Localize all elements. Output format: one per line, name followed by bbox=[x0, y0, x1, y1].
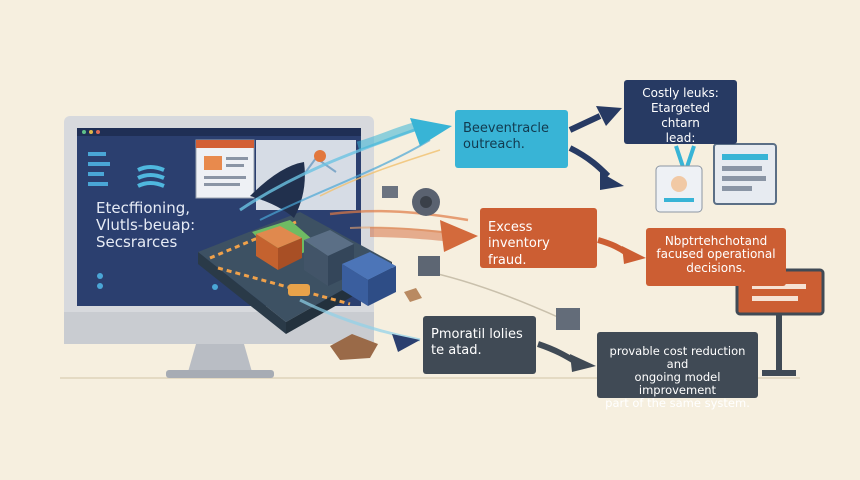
screen-menu-line bbox=[88, 152, 106, 156]
stream-line bbox=[319, 149, 441, 197]
arrow-body bbox=[356, 121, 420, 151]
screen-window-bar bbox=[196, 140, 254, 148]
arrow-body bbox=[369, 227, 445, 241]
report-line bbox=[722, 154, 768, 160]
building-orange-side bbox=[278, 238, 302, 270]
text-line bbox=[226, 157, 248, 160]
report-line bbox=[722, 176, 766, 181]
monitor-neck bbox=[188, 344, 252, 372]
monitor-base bbox=[166, 370, 274, 378]
road-markings bbox=[209, 220, 351, 306]
box-line: Nbptrtehchotand bbox=[664, 234, 768, 248]
text-line bbox=[226, 164, 244, 167]
box-line: lead: bbox=[665, 131, 696, 145]
arrow-head-icon bbox=[622, 246, 646, 264]
arrow-head-icon bbox=[392, 334, 420, 352]
building-grey-top bbox=[304, 230, 354, 256]
screen-heading-line: Vlutls-beuap: bbox=[96, 215, 196, 234]
screen-heading-line: Etecffioning, bbox=[96, 199, 190, 217]
screen-heading-line: Secsrarces bbox=[96, 232, 178, 251]
building-grey-side bbox=[304, 240, 328, 286]
box-line: Costly leuks: bbox=[642, 86, 719, 100]
screen-titlebar bbox=[77, 128, 361, 136]
monitor-chin bbox=[64, 312, 374, 344]
sensor-box-icon bbox=[556, 308, 580, 330]
text-line bbox=[204, 176, 246, 179]
report-card bbox=[713, 143, 777, 205]
chart-thumbnail-icon bbox=[204, 156, 222, 170]
box-line: part of the same system. bbox=[605, 395, 750, 410]
badge-line bbox=[664, 198, 694, 202]
window-dot-icon bbox=[96, 130, 100, 134]
sign-line bbox=[752, 296, 798, 301]
screen-heading: Etecffioning, Vlutls-beuap: Secsrarces bbox=[96, 200, 226, 250]
box-line: decisions. bbox=[686, 260, 746, 275]
building-orange-side bbox=[256, 234, 278, 270]
debris-chunk bbox=[404, 288, 422, 302]
stream-line bbox=[259, 139, 431, 221]
building-orange-top bbox=[256, 226, 302, 248]
excess-inventory-box: Excess inventory fraud. bbox=[480, 208, 597, 268]
car-icon bbox=[288, 284, 310, 296]
debris-pile bbox=[330, 334, 378, 360]
window-dot-icon bbox=[82, 130, 86, 134]
stream-line bbox=[329, 209, 469, 222]
box-line: Excess inventory bbox=[488, 220, 550, 252]
window-dot-icon bbox=[89, 130, 93, 134]
box-line: Pmoratil lolies bbox=[431, 327, 523, 342]
sensor-icon bbox=[382, 186, 398, 198]
logo-icon bbox=[137, 165, 165, 188]
id-badge bbox=[655, 145, 703, 213]
stream-line bbox=[419, 269, 561, 319]
box-line: outreach. bbox=[463, 137, 525, 153]
location-pin-icon bbox=[314, 150, 326, 162]
arrow-head-icon bbox=[570, 354, 596, 372]
connector-arrow bbox=[537, 341, 578, 365]
sign-base bbox=[762, 370, 796, 376]
screen-menu-line bbox=[88, 182, 108, 186]
box-line: ongoing model improvement bbox=[634, 369, 721, 397]
holes-box: Pmoratil lolies te atad. bbox=[423, 316, 536, 374]
connector-arrow bbox=[568, 113, 602, 133]
screen-menu-line bbox=[88, 172, 104, 176]
arrow-head-icon bbox=[596, 106, 622, 126]
outreach-box: Beeventracle outreach. bbox=[455, 110, 568, 168]
sensor-box-icon bbox=[418, 256, 440, 276]
box-line: facused operational bbox=[656, 247, 776, 262]
screen-dot-icon bbox=[212, 284, 218, 290]
building-blue-side bbox=[368, 266, 396, 306]
gadgets bbox=[382, 186, 580, 330]
avatar-icon bbox=[671, 176, 687, 192]
box-line: te atad. bbox=[431, 343, 482, 359]
box-line: Etargeted chtarn bbox=[650, 101, 711, 130]
arrow-head-icon bbox=[440, 220, 478, 252]
sign-line bbox=[752, 284, 806, 289]
box-line: provable cost reduction and bbox=[609, 344, 746, 371]
arrow-head-icon bbox=[410, 118, 452, 146]
screen-dot-icon bbox=[97, 283, 103, 289]
gear-hub bbox=[420, 196, 432, 208]
building-blue-side bbox=[342, 264, 368, 306]
report-sheet bbox=[713, 143, 777, 205]
box-line: fraud. bbox=[488, 252, 527, 268]
funnel-swirl bbox=[250, 162, 305, 218]
building-blue-top bbox=[342, 252, 396, 280]
box-line: Beeventracle bbox=[463, 121, 550, 136]
report-line bbox=[722, 186, 752, 191]
arrow-head-icon bbox=[600, 172, 624, 190]
report-line bbox=[722, 166, 762, 171]
connector-arrow bbox=[568, 145, 611, 179]
screen-menu-line bbox=[88, 162, 110, 166]
costly-leaks-box: Costly leuks: Etargeted chtarn lead: bbox=[624, 80, 737, 145]
operational-decisions-box: Nbptrtehchotand facused operational deci… bbox=[646, 228, 786, 286]
screen-dot-icon bbox=[97, 273, 103, 279]
text-line bbox=[204, 183, 240, 186]
sign-pole bbox=[776, 314, 782, 372]
platform-side bbox=[198, 252, 286, 334]
cost-reduction-box: provable cost reduction and ongoing mode… bbox=[597, 332, 758, 409]
city-platform bbox=[198, 150, 422, 360]
